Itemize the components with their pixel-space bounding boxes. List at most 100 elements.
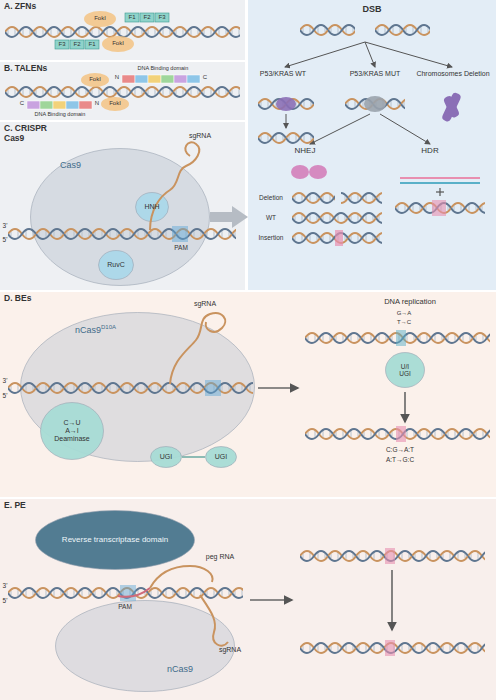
- node-title: Reverse transcriptase domain: [62, 535, 168, 544]
- panel-band: A. ZFNs: [0, 0, 245, 60]
- sgrna-strand: [150, 142, 199, 230]
- part-label: 5': [0, 392, 10, 399]
- foki-domain: [102, 36, 134, 52]
- part-label: 3': [0, 222, 10, 229]
- deletion-gap: [335, 190, 341, 206]
- part-label: 5': [0, 236, 10, 243]
- dna-helix: [292, 230, 382, 246]
- node-content: nCas9D10A: [75, 324, 155, 335]
- part-label: sgRNA: [212, 646, 248, 654]
- flow-arrow: [258, 388, 405, 422]
- panel-band: D. BEs nCas9D10A C→UA→IDeaminaseUGI UGI U/IU…: [0, 292, 496, 497]
- nhej-protein: [291, 165, 309, 179]
- part-label: N: [93, 100, 101, 107]
- dna-helix: [258, 130, 314, 146]
- node-content: C→UA→IDeaminase: [40, 402, 104, 460]
- part-label: 3': [0, 582, 10, 589]
- node-content: HNH: [135, 192, 169, 222]
- node-text: A→I: [65, 427, 79, 435]
- dna-helix: [345, 96, 405, 112]
- part-label: C:G→A:T: [368, 446, 432, 453]
- part-label: F1: [125, 14, 139, 21]
- part-label: DNA Binding domain: [122, 65, 204, 71]
- part-label: G→A: [390, 310, 418, 317]
- repair-mark: [432, 200, 446, 216]
- node-title: nCas9: [167, 664, 217, 674]
- node-title: U/I: [401, 363, 409, 370]
- part-label: peg RNA: [195, 553, 245, 561]
- part-label: PAM: [110, 603, 140, 610]
- pegrna-strand: [150, 566, 213, 588]
- node-content: RuvC: [98, 250, 134, 280]
- node-content: A. ZFNs: [4, 2, 64, 12]
- part-label: F3: [155, 14, 169, 21]
- part-label: P53/KRAS MUT: [338, 70, 412, 78]
- panel-band: E. PE Reverse transcriptase domain nCas9: [0, 499, 496, 700]
- domain-circle: HNH: [135, 192, 169, 222]
- part-label: PAM: [168, 244, 194, 251]
- connector: [182, 457, 205, 458]
- ugi-circle: UGI: [150, 446, 182, 468]
- dna-helix: [375, 22, 430, 38]
- node-title: D. BEs: [4, 294, 64, 304]
- ugi-circle: UGI: [205, 446, 237, 468]
- chromosome-icon: [441, 92, 462, 123]
- insertion-mark: [335, 230, 343, 246]
- node-content: B. TALENs: [4, 64, 64, 74]
- edit-mark: [385, 640, 395, 656]
- edit-mark: [396, 330, 406, 346]
- node-title: C→U: [63, 419, 80, 427]
- part-label: NHEJ: [285, 146, 325, 155]
- protein-blob: Cas9HNH RuvC: [30, 148, 210, 286]
- panel-band: DSB: [248, 0, 496, 290]
- pegrna-extension: [118, 588, 150, 597]
- dna-helix: [395, 200, 485, 216]
- foki-domain: [81, 73, 109, 87]
- zinc-finger: [55, 13, 169, 49]
- node-content: UGI: [150, 446, 182, 468]
- node-title: E. PE: [4, 501, 64, 511]
- part-label: DNA replication: [355, 298, 465, 307]
- node-content: U/IUGI: [385, 352, 425, 388]
- part-label: F2: [140, 14, 154, 21]
- part-label: Deletion: [250, 194, 292, 201]
- node-title: DSB: [248, 4, 496, 14]
- sgrna-strand: [170, 313, 225, 384]
- node-title: nCas9: [75, 325, 101, 335]
- part-label: HDR: [410, 146, 450, 155]
- part-label: F1: [85, 41, 99, 48]
- dna-helix: [292, 210, 382, 226]
- dna-helix: [305, 330, 490, 346]
- node-text: Deaminase: [54, 435, 89, 443]
- p53-protein: [276, 97, 296, 111]
- part-label: 3': [0, 377, 10, 384]
- node-title: HNH: [144, 203, 159, 211]
- part-label: Chromosomes Deletion: [414, 70, 492, 78]
- dna-helix: [292, 190, 382, 206]
- node-outline: [55, 600, 235, 692]
- part-label: sgRNA: [185, 300, 225, 308]
- dna-helix: [300, 22, 355, 38]
- node-content: DSB: [248, 4, 496, 14]
- part-label: FokI: [86, 15, 114, 22]
- foki-domain: [84, 11, 116, 27]
- edit-mark: [396, 426, 406, 442]
- node-text: D10A: [101, 324, 116, 330]
- node-title: C. CRISPR Cas9: [4, 124, 52, 144]
- hdr-template: [400, 182, 480, 184]
- ugi-circle: U/IUGI: [385, 352, 425, 388]
- dna-helix: [305, 426, 490, 442]
- part-label: FokI: [104, 40, 132, 47]
- node-content: nCas9: [167, 664, 217, 674]
- hdr-template: [400, 177, 480, 179]
- flow-arrow: [250, 570, 392, 630]
- mutant-protein: [364, 96, 386, 112]
- node-content: Cas9: [60, 160, 100, 170]
- deaminase-circle: C→UA→IDeaminase: [40, 402, 104, 460]
- panel-band: C. CRISPR Cas9Cas9HNH RuvC: [0, 122, 245, 290]
- tale-array: [27, 75, 200, 109]
- foki-domain: [101, 97, 129, 111]
